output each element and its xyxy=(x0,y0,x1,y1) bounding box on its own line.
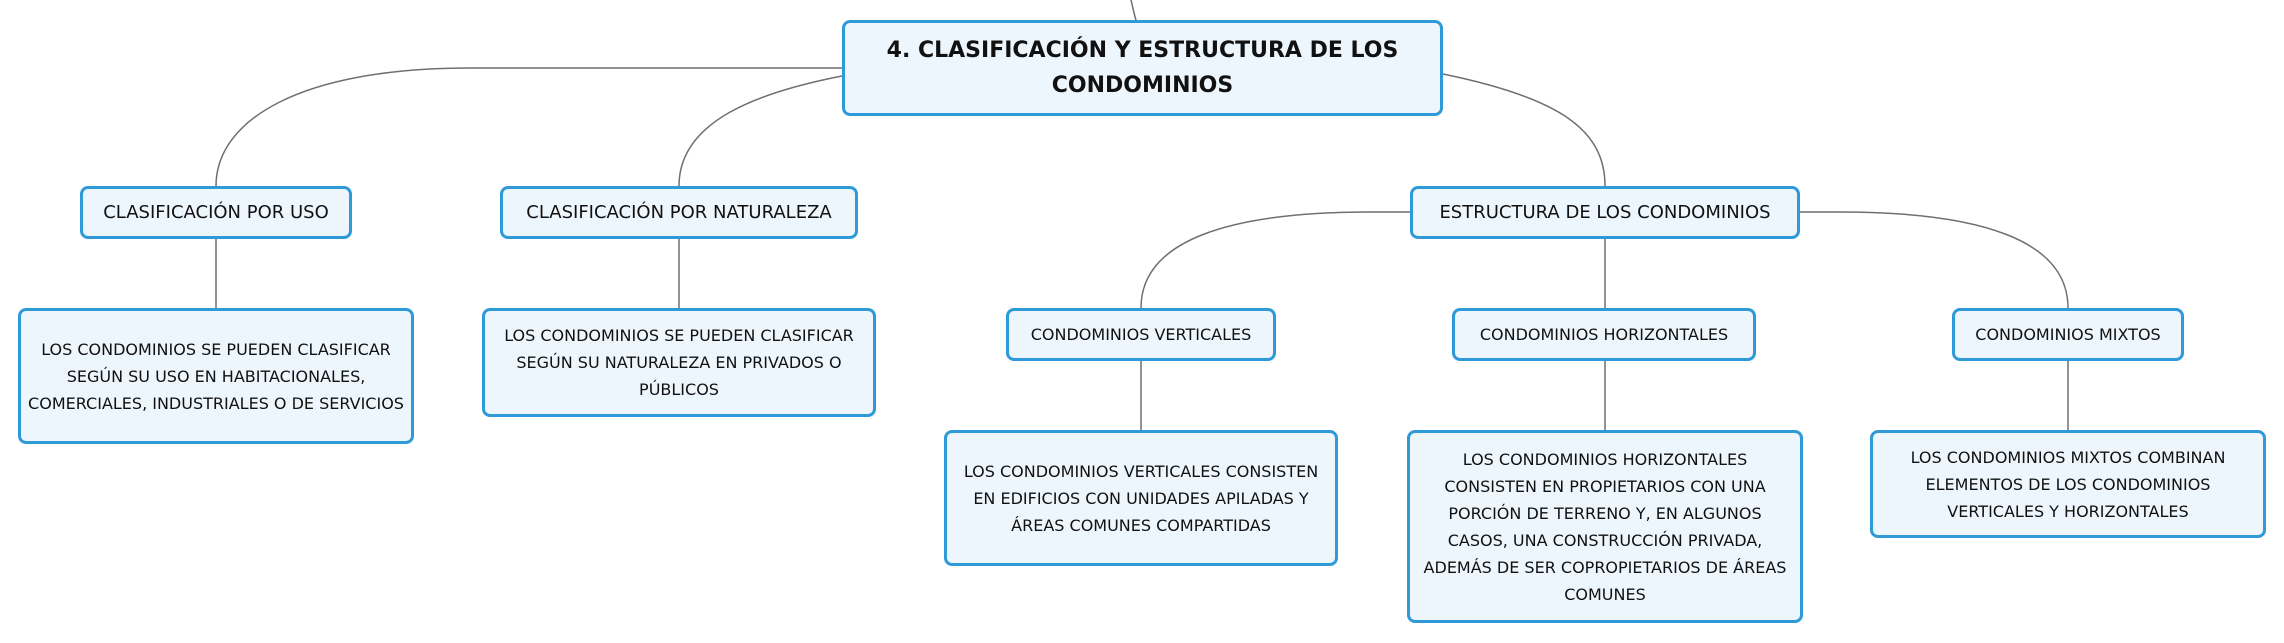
topic-label: CONDOMINIOS MIXTOS xyxy=(1975,324,2161,344)
root-topic-title: 4. CLASIFICACIÓN Y ESTRUCTURA DE LOS CON… xyxy=(886,38,1399,98)
detail-clasificacion-por-naturaleza[interactable]: LOS CONDOMINIOS SE PUEDEN CLASIFICAR SEG… xyxy=(482,308,876,417)
detail-condominios-mixtos[interactable]: LOS CONDOMINIOS MIXTOS COMBINAN ELEMENTO… xyxy=(1870,430,2266,538)
connector-root-to-estructura xyxy=(1442,73,1606,187)
topic-condominios-verticales[interactable]: CONDOMINIOS VERTICALES xyxy=(1006,308,1276,361)
topic-label: CLASIFICACIÓN POR NATURALEZA xyxy=(526,201,832,223)
detail-text: LOS CONDOMINIOS MIXTOS COMBINAN ELEMENTO… xyxy=(1910,447,2226,521)
topic-condominios-horizontales[interactable]: CONDOMINIOS HORIZONTALES xyxy=(1452,308,1756,361)
connector-parent-to-root xyxy=(1130,0,1137,21)
detail-text: LOS CONDOMINIOS SE PUEDEN CLASIFICAR SEG… xyxy=(28,339,404,413)
connector-estructura-to-mixtos xyxy=(1800,211,2069,309)
root-topic[interactable]: 4. CLASIFICACIÓN Y ESTRUCTURA DE LOS CON… xyxy=(842,20,1443,116)
detail-text: LOS CONDOMINIOS VERTICALES CONSISTEN EN … xyxy=(963,461,1319,535)
topic-label: CONDOMINIOS HORIZONTALES xyxy=(1479,324,1729,344)
connector-root-to-naturaleza xyxy=(678,75,843,187)
detail-text: LOS CONDOMINIOS HORIZONTALES CONSISTEN E… xyxy=(1423,449,1787,604)
topic-clasificacion-por-naturaleza[interactable]: CLASIFICACIÓN POR NATURALEZA xyxy=(500,186,858,239)
connector-estructura-to-verticales xyxy=(1140,211,1410,309)
detail-condominios-verticales[interactable]: LOS CONDOMINIOS VERTICALES CONSISTEN EN … xyxy=(944,430,1338,566)
topic-estructura-de-los-condominios[interactable]: ESTRUCTURA DE LOS CONDOMINIOS xyxy=(1410,186,1800,239)
detail-condominios-horizontales[interactable]: LOS CONDOMINIOS HORIZONTALES CONSISTEN E… xyxy=(1407,430,1803,623)
topic-label: ESTRUCTURA DE LOS CONDOMINIOS xyxy=(1439,201,1771,223)
detail-text: LOS CONDOMINIOS SE PUEDEN CLASIFICAR SEG… xyxy=(504,326,854,399)
connector-root-to-uso xyxy=(215,67,842,187)
detail-clasificacion-por-uso[interactable]: LOS CONDOMINIOS SE PUEDEN CLASIFICAR SEG… xyxy=(18,308,414,444)
topic-label: CONDOMINIOS VERTICALES xyxy=(1030,324,1252,344)
topic-label: CLASIFICACIÓN POR USO xyxy=(103,201,329,223)
topic-condominios-mixtos[interactable]: CONDOMINIOS MIXTOS xyxy=(1952,308,2184,361)
topic-clasificacion-por-uso[interactable]: CLASIFICACIÓN POR USO xyxy=(80,186,352,239)
